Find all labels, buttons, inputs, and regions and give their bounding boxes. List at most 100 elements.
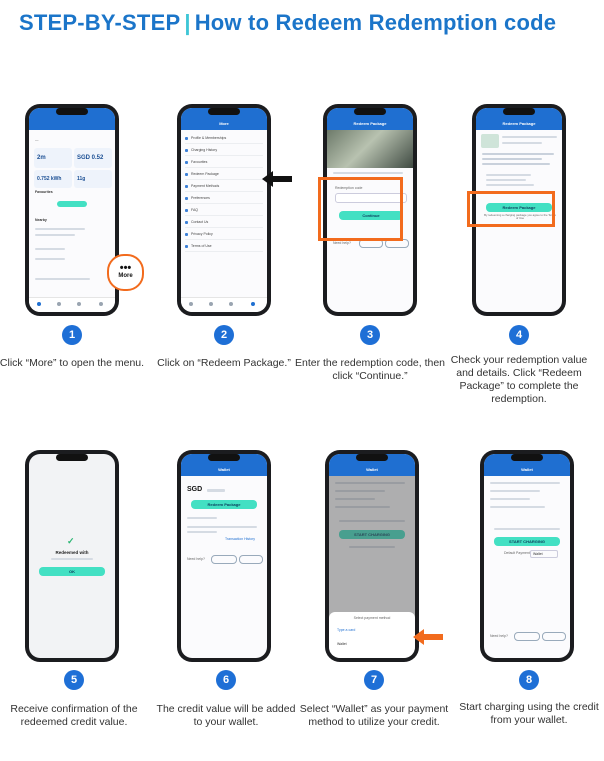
app-bar [327, 108, 413, 130]
screen-title: Wallet [521, 467, 533, 472]
title-prefix: STEP-BY-STEP [19, 10, 181, 35]
step-caption-4: Check your redemption value and details.… [450, 354, 588, 405]
menu-item[interactable]: Privacy Policy [185, 230, 263, 240]
phone-notch [208, 454, 240, 461]
more-callout[interactable]: ••• More [107, 254, 144, 291]
app-bar [181, 108, 267, 130]
highlight-box [318, 177, 403, 241]
screen-title: Wallet [218, 467, 230, 472]
need-help-label: Need help? [490, 634, 508, 638]
email-button[interactable] [542, 632, 566, 641]
redemption-code-label: Redemption code [335, 186, 363, 190]
step-badge-3: 3 [360, 325, 380, 345]
phone-screen: ✓ Redeemed with OK [29, 454, 115, 658]
app-bar [476, 108, 562, 130]
more-label: More [118, 273, 133, 279]
menu-item[interactable]: Terms of Use [185, 242, 263, 252]
step-badge-5: 5 [64, 670, 84, 690]
step-badge-4: 4 [509, 325, 529, 345]
phone-notch [208, 108, 240, 115]
step-badge-1: 1 [62, 325, 82, 345]
phone-notch [503, 108, 535, 115]
menu-item[interactable]: Preferences [185, 194, 263, 204]
default-payment-label: Default Payment [504, 551, 530, 555]
step-badge-7: 7 [364, 670, 384, 690]
phone-step-5: ✓ Redeemed with OK [25, 450, 119, 662]
stat-tile: 2m [34, 148, 72, 168]
step-caption-8: Start charging using the credit from you… [459, 701, 599, 726]
payment-method-select[interactable]: Wallet [530, 550, 558, 558]
sheet-title: Select payment method [353, 616, 391, 620]
step-badge-8: 8 [519, 670, 539, 690]
menu-item[interactable]: Charging History [185, 146, 263, 156]
stat-tile: 0.752 kWh [34, 170, 72, 188]
phone-screen: — 2m SGD 0.52 0.752 kWh 11g Favourites N… [29, 108, 115, 312]
wallet-option[interactable]: Wallet [337, 642, 347, 646]
redemption-code-input[interactable] [335, 193, 407, 203]
tab-bar [181, 297, 267, 312]
start-charging-button[interactable]: START CHARGING [339, 530, 405, 539]
chat-button[interactable] [211, 555, 237, 564]
menu-item[interactable]: Redeem Package [185, 170, 263, 180]
title-separator: | [184, 10, 191, 35]
stat-value: 0.752 kWh [37, 176, 62, 182]
phone-screen: Wallet START CHARGING Default Payment Wa… [484, 454, 570, 658]
screen-title: Redeem Package [353, 121, 387, 126]
phone-notch [354, 108, 386, 115]
step-caption-5: Receive confirmation of the redeemed cre… [10, 703, 138, 728]
phone-step-3: Redeem Package Redemption code Continue … [323, 104, 417, 316]
transaction-history-link[interactable]: Transaction History [225, 537, 256, 541]
app-bar [181, 454, 267, 476]
chat-button[interactable] [514, 632, 540, 641]
email-button[interactable] [239, 555, 263, 564]
title-main: How to Redeem Redemption code [194, 10, 557, 35]
stat-value: SGD 0.52 [77, 155, 104, 161]
arrow-left-icon [262, 171, 292, 187]
phone-step-6: Wallet SGD Redeem Package Transaction Hi… [177, 450, 271, 662]
type-card-option[interactable]: Type a card [337, 628, 356, 632]
menu-item[interactable]: Payment Methods [185, 182, 263, 192]
favourites-button[interactable] [57, 201, 87, 207]
payment-sheet: Select payment method Type a card Wallet [329, 612, 415, 658]
app-bar [29, 108, 115, 130]
phone-step-8: Wallet START CHARGING Default Payment Wa… [480, 450, 574, 662]
step-caption-3: Enter the redemption code, then click “C… [295, 357, 446, 382]
highlight-box [467, 191, 555, 227]
stat-tile: 11g [74, 170, 112, 188]
step-caption-2: Click on “Redeem Package.” [157, 357, 291, 369]
phone-notch [511, 454, 543, 461]
phone-step-4: Redeem Package Redeem Package By redeemi… [472, 104, 566, 316]
step-caption-6: The credit value will be added to your w… [156, 703, 296, 728]
ok-button[interactable]: OK [39, 567, 105, 576]
phone-step-7: Wallet START CHARGING Select payment met… [325, 450, 419, 662]
phone-notch [356, 454, 388, 461]
menu-item[interactable]: Contact Us [185, 218, 263, 228]
stat-value: 2m [37, 155, 46, 161]
screen-title: More [219, 121, 229, 126]
tab-bar [29, 297, 115, 312]
screen-title: Redeem Package [502, 121, 536, 126]
start-charging-button[interactable]: START CHARGING [494, 537, 560, 546]
more-dots-icon: ••• [119, 262, 132, 274]
screen-title: Wallet [366, 467, 378, 472]
confirmation-message: Redeemed with [55, 550, 89, 555]
stat-value: 11g [77, 176, 86, 182]
step-badge-2: 2 [214, 325, 234, 345]
phone-notch [56, 108, 88, 115]
menu-item[interactable]: Profile & Memberships [185, 134, 263, 144]
balance-prefix: SGD [187, 486, 203, 493]
phone-screen: Redeem Package Redeem Package By redeemi… [476, 108, 562, 312]
phone-screen: Redeem Package Redemption code Continue … [327, 108, 413, 312]
need-help-label: Need help? [333, 241, 351, 245]
menu-item[interactable]: FAQ [185, 206, 263, 216]
continue-button[interactable]: Continue [339, 211, 403, 220]
redeem-package-button[interactable]: Redeem Package [486, 203, 552, 212]
phone-notch [56, 454, 88, 461]
app-bar [329, 454, 415, 476]
redeem-package-button[interactable]: Redeem Package [191, 500, 257, 509]
checkmark-icon: ✓ [67, 536, 75, 546]
step-badge-6: 6 [216, 670, 236, 690]
menu-item[interactable]: Favourites [185, 158, 263, 168]
